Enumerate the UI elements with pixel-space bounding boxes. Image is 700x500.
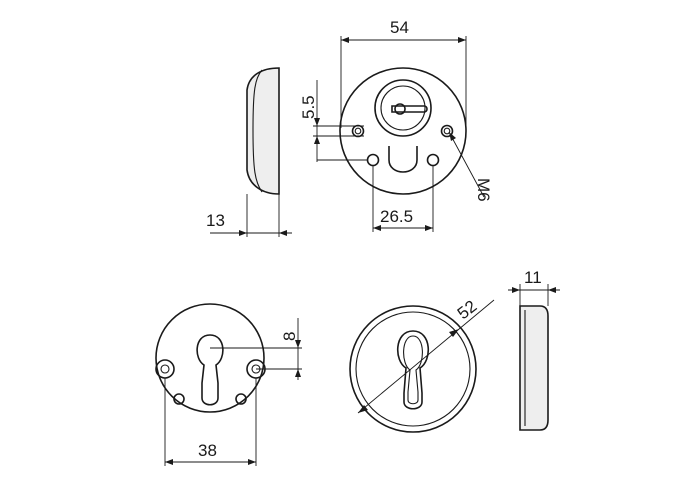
side-profile-bottom: 11	[508, 268, 560, 431]
dim-thread-m6: M6	[474, 178, 493, 202]
dim-diameter-52: 52	[454, 297, 481, 324]
front-view-top: 54 5.5 26.5 M6	[299, 18, 493, 232]
dim-spacing-38: 38	[198, 441, 217, 460]
front-view-bottom: 52	[349, 297, 495, 433]
dim-thickness-11: 11	[524, 268, 542, 287]
dim-height-5.5: 5.5	[299, 95, 318, 119]
dim-width-54: 54	[390, 18, 409, 37]
dim-thickness-13: 13	[206, 211, 225, 230]
dim-spacing-26.5: 26.5	[380, 207, 413, 226]
side-profile-top: 13	[206, 67, 292, 237]
back-view-bottom: 8 38	[155, 303, 302, 466]
dim-offset-8: 8	[280, 332, 299, 341]
